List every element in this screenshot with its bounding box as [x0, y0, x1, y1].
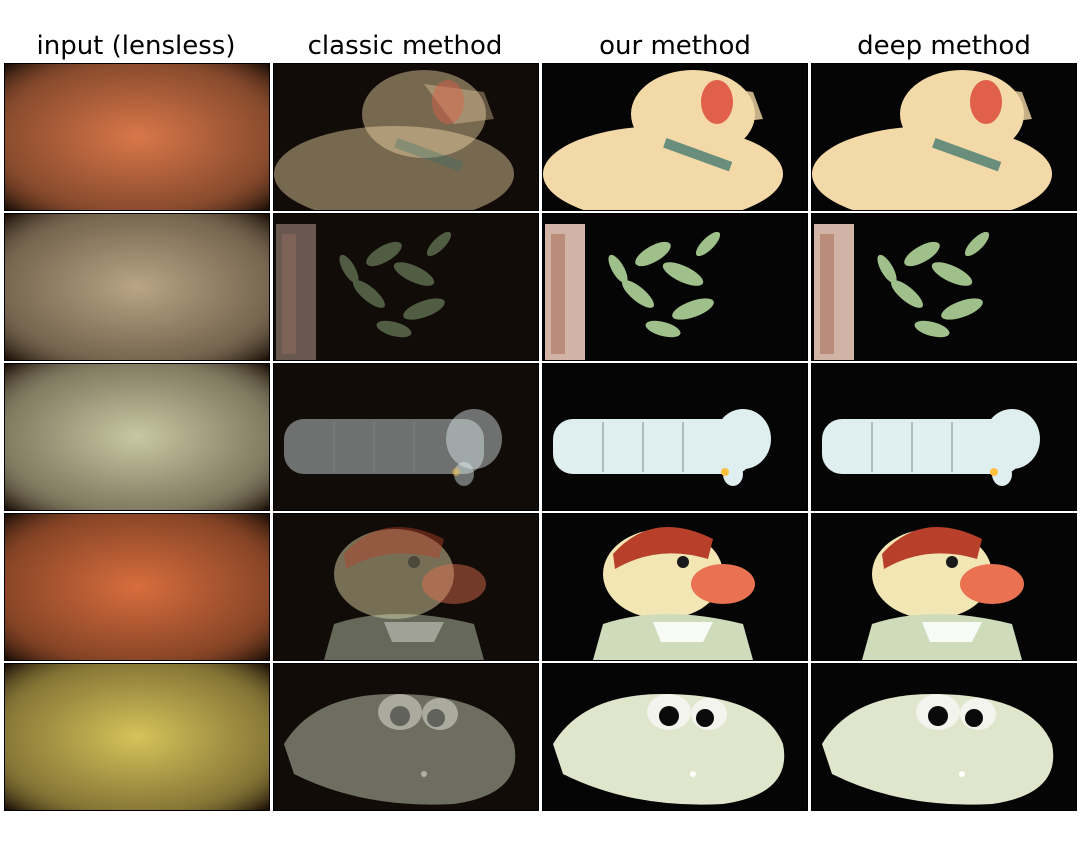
image-deep-row-3: [811, 363, 1077, 511]
image-input-row-2: [4, 213, 270, 361]
image-ours-row-1: [542, 63, 808, 211]
column-title-deep: deep method: [857, 31, 1031, 61]
column-title-input: input (lensless): [36, 31, 236, 61]
image-input-row-3: [4, 363, 270, 511]
image-deep-row-2: [811, 213, 1077, 361]
image-ours-row-3: [542, 363, 808, 511]
image-deep-row-1: [811, 63, 1077, 211]
image-classic-row-1: [273, 63, 539, 211]
image-ours-row-2: [542, 213, 808, 361]
image-ours-row-5: [542, 663, 808, 811]
column-title-ours: our method: [599, 31, 751, 61]
image-classic-row-5: [273, 663, 539, 811]
image-deep-row-5: [811, 663, 1077, 811]
image-classic-row-3: [273, 363, 539, 511]
image-input-row-5: [4, 663, 270, 811]
image-input-row-4: [4, 513, 270, 661]
image-deep-row-4: [811, 513, 1077, 661]
image-classic-row-4: [273, 513, 539, 661]
image-ours-row-4: [542, 513, 808, 661]
image-input-row-1: [4, 63, 270, 211]
column-title-classic: classic method: [307, 31, 503, 61]
image-classic-row-2: [273, 213, 539, 361]
